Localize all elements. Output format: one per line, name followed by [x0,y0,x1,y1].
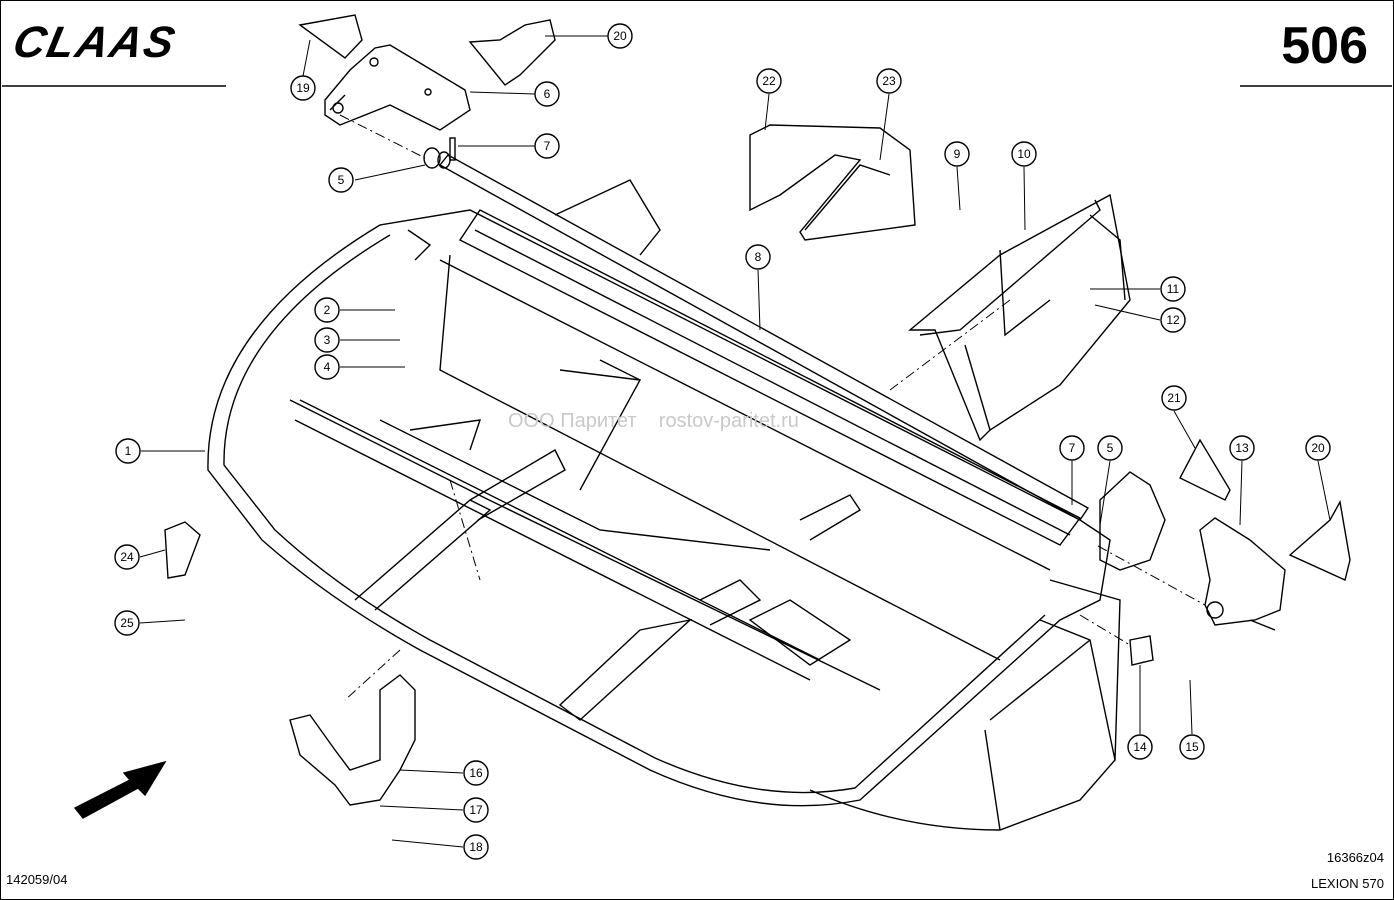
svg-text:15: 15 [1185,740,1199,754]
footer-left-code: 142059/04 [6,872,68,887]
svg-text:3: 3 [324,333,331,347]
callout-20-right: 20 [1305,435,1331,461]
svg-text:24: 24 [120,550,134,564]
callout-16: 16 [463,760,489,786]
svg-text:17: 17 [469,803,483,817]
callout-4: 4 [314,354,340,380]
bracket-right-part [1199,517,1286,631]
callout-11: 11 [1160,276,1186,302]
plate-22-part [749,124,916,241]
callout-15: 15 [1179,734,1205,760]
plate-20-top-part [468,19,556,86]
svg-text:22: 22 [762,74,776,88]
plate-21-part [1179,438,1231,501]
callout-7-right: 7 [1059,435,1085,461]
svg-text:10: 10 [1017,147,1031,161]
svg-text:5: 5 [1107,441,1114,455]
callout-5-right: 5 [1097,435,1123,461]
callout-2: 2 [314,297,340,323]
callout-25: 25 [114,610,140,636]
svg-text:1: 1 [125,444,132,458]
callout-21: 21 [1161,385,1187,411]
callouts: 19 20 6 7 5 22 23 9 10 8 11 12 2 3 4 1 2… [114,23,1331,860]
callout-8: 8 [745,244,771,270]
plate-23-part [804,164,891,231]
watermark: ООО Паритет rostov-paritet.ru [508,410,799,432]
svg-text:7: 7 [1069,441,1076,455]
callout-10: 10 [1011,141,1037,167]
svg-text:20: 20 [613,29,627,43]
callout-14: 14 [1127,734,1153,760]
cover-part [908,193,1131,442]
page-number: 506 [1281,17,1368,75]
svg-text:11: 11 [1167,282,1180,296]
svg-text:14: 14 [1133,740,1147,754]
svg-text:25: 25 [120,616,134,630]
callout-17: 17 [463,797,489,823]
callout-5: 5 [328,167,354,193]
assembly-lines [339,114,1206,701]
svg-text:8: 8 [755,250,762,264]
svg-text:21: 21 [1167,391,1181,405]
callout-22: 22 [756,68,782,94]
callout-24: 24 [114,544,140,570]
header-frame-part [207,179,1121,831]
callout-6: 6 [534,81,560,107]
svg-text:20: 20 [1311,441,1325,455]
pin-part [449,137,456,161]
svg-text:23: 23 [882,74,896,88]
callout-12: 12 [1160,307,1186,333]
plate-19-part [298,14,363,59]
skid-24-part [164,521,201,579]
callout-19: 19 [290,75,316,101]
callout-3: 3 [314,327,340,353]
svg-text:2: 2 [324,303,331,317]
leader-lines [139,35,1331,848]
model-name: LEXION 570 [1311,876,1384,891]
svg-text:19: 19 [296,81,310,95]
callout-23: 23 [876,68,902,94]
drawing-code: 16366z04 [1326,850,1384,865]
svg-text:12: 12 [1166,313,1180,327]
svg-text:13: 13 [1235,441,1249,455]
svg-text:18: 18 [469,840,483,854]
callout-13: 13 [1229,435,1255,461]
shaft-part [437,151,1090,521]
bracket-left-part [324,44,471,131]
svg-text:9: 9 [954,147,961,161]
callout-9: 9 [944,141,970,167]
svg-text:16: 16 [469,766,483,780]
callout-20: 20 [607,23,633,49]
callout-18: 18 [463,834,489,860]
svg-text:7: 7 [544,139,551,153]
skid-16-part [289,674,416,806]
direction-arrow-icon [73,760,167,819]
svg-text:5: 5 [338,173,345,187]
callout-1: 1 [115,438,141,464]
plate-20-right-part [1288,499,1351,581]
plate-14-part [1129,635,1154,666]
end-plate-part [1099,471,1166,571]
svg-text:4: 4 [324,360,331,374]
callout-7: 7 [534,133,560,159]
svg-text:6: 6 [544,87,551,101]
